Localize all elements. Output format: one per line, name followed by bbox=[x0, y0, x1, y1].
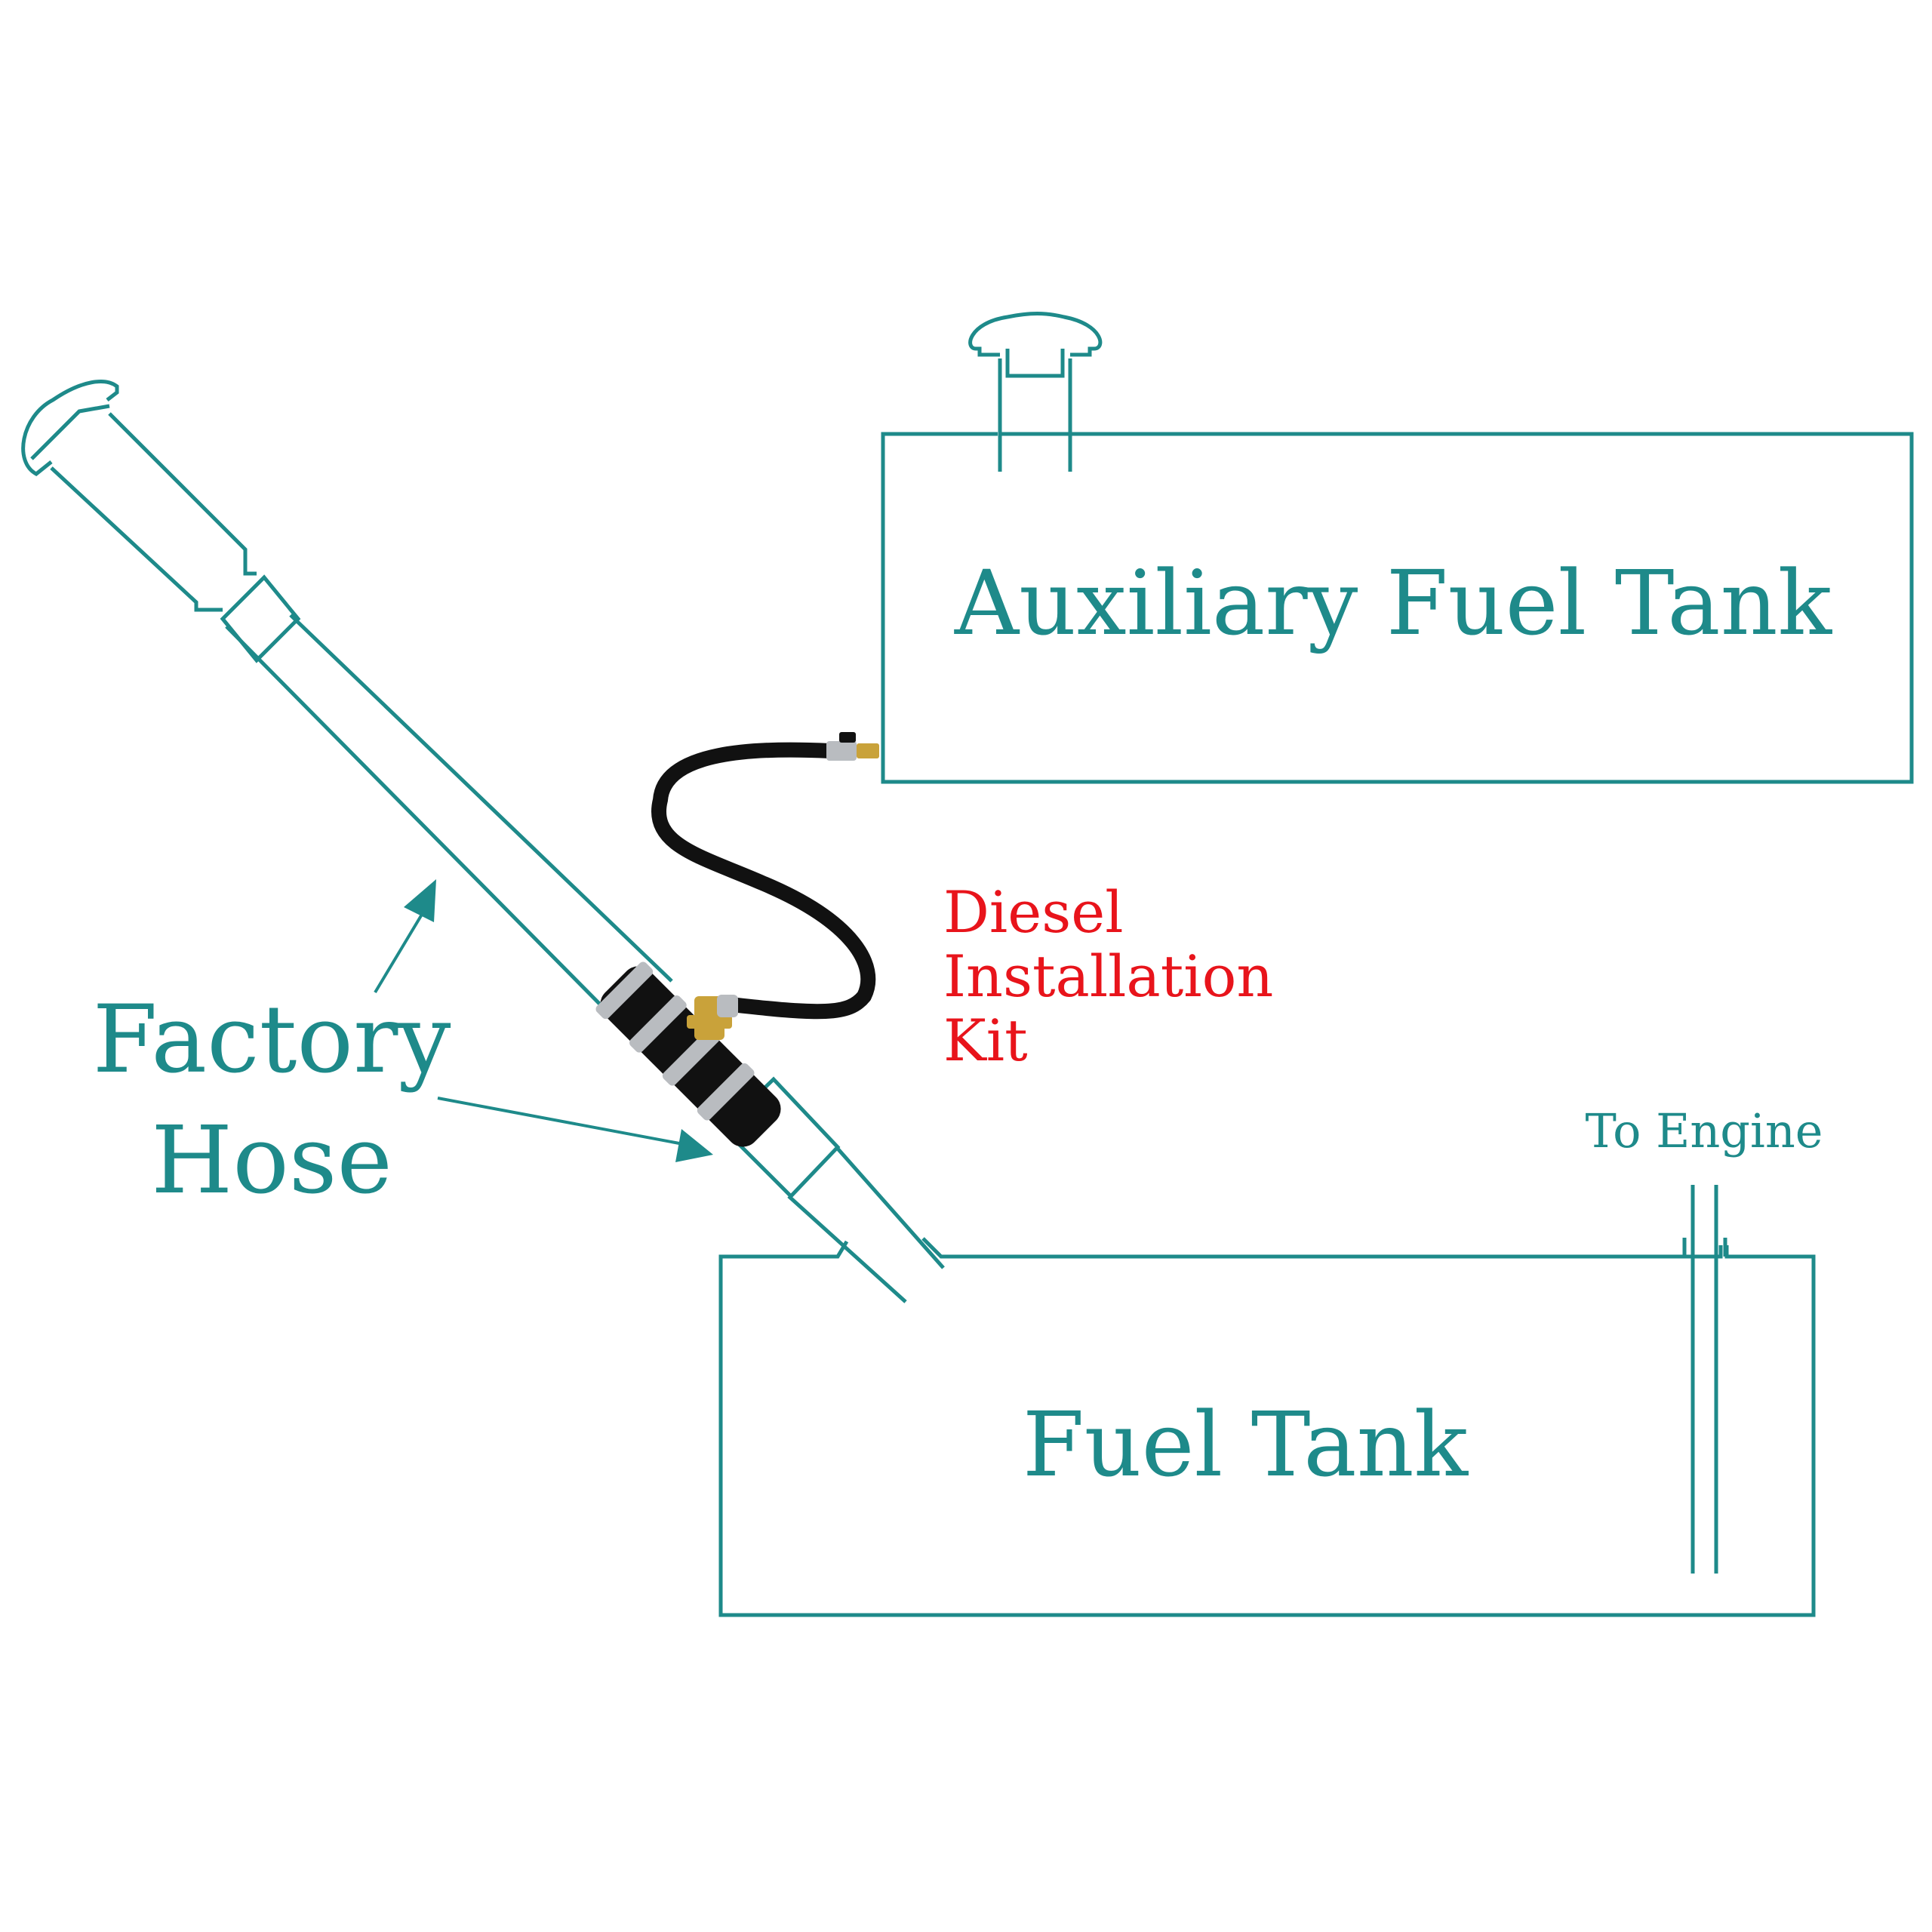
to-engine-label: To Engine bbox=[1586, 1103, 1823, 1158]
fuel-tank: Fuel Tank To Engine bbox=[718, 1103, 1823, 1617]
filler-cap-icon bbox=[21, 380, 119, 476]
aux-fill-cap-icon bbox=[968, 312, 1103, 357]
filler-lower-wall-b bbox=[836, 1147, 945, 1269]
factory-filler-neck bbox=[21, 380, 945, 1303]
factory-hose-label-line2: Hose bbox=[151, 1106, 392, 1215]
filler-coupling bbox=[220, 574, 301, 663]
arrow-upper-shaft bbox=[374, 912, 424, 994]
tee-hose-clamp bbox=[717, 995, 738, 1017]
arrow-upper-head bbox=[404, 879, 436, 922]
aux-tank-label: Auxiliary Fuel Tank bbox=[954, 551, 1833, 655]
kit-label-line2: Installation bbox=[943, 943, 1273, 1010]
arrow-lower-head bbox=[675, 1129, 713, 1162]
installation-kit-label: Diesel Installation Kit bbox=[943, 878, 1273, 1074]
kit-tee-fitting-icon bbox=[595, 961, 781, 1147]
tee-brass-nut bbox=[687, 1015, 732, 1029]
filler-lower-wall-a bbox=[787, 1195, 907, 1303]
fuel-tank-label: Fuel Tank bbox=[1023, 1392, 1469, 1497]
factory-hose-label-line1: Factory bbox=[93, 986, 451, 1094]
filler-cap-collar bbox=[30, 404, 110, 460]
installation-kit bbox=[595, 732, 879, 1147]
filler-upper-wall-a bbox=[50, 466, 223, 612]
auxiliary-tank: Auxiliary Fuel Tank bbox=[881, 312, 1914, 784]
aux-tank-outline bbox=[881, 432, 1914, 784]
filler-tube-wall-a bbox=[225, 625, 622, 1026]
filler-tube-wall-b bbox=[289, 614, 673, 983]
fuel-tank-outline bbox=[718, 1237, 1816, 1617]
aux-valve-handle bbox=[839, 732, 856, 743]
kit-rubber-hose bbox=[651, 742, 876, 1020]
aux-fill-cap-stem bbox=[1005, 349, 1065, 378]
aux-valve-body bbox=[826, 741, 857, 761]
kit-label-line3: Kit bbox=[943, 1007, 1028, 1074]
filler-upper-wall-b bbox=[108, 412, 257, 576]
aux-valve-brass bbox=[857, 743, 879, 758]
arrow-lower-shaft bbox=[437, 1097, 680, 1145]
factory-hose-callout: Factory Hose bbox=[93, 879, 713, 1215]
kit-label-line1: Diesel bbox=[943, 878, 1124, 946]
